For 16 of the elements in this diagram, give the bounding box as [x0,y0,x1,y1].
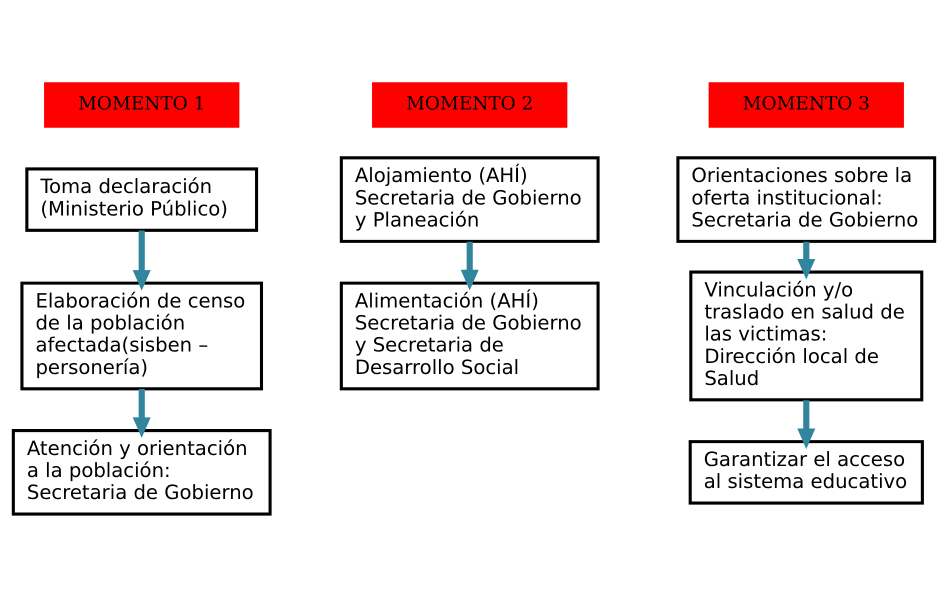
node-box: Atención y orientación a la población: Secretaria de Gobierno [12,428,272,516]
node-box: MOMENTO 2 [372,82,568,128]
node-box: Alimentación (AHÍ) Secretaria de Gobierno y Secretaria de Desarrollo Social [340,281,600,390]
node-box: Vinculación y/o traslado en salud de las victimas: Dirección local de Salud [689,270,924,401]
arrow [797,241,816,280]
arrow [132,388,151,438]
arrow [132,230,151,290]
node-box: Garantizar el acceso al sistema educativo [688,440,924,504]
node-box: MOMENTO 3 [708,82,904,128]
arrow [797,400,816,449]
node-box: Elaboración de censo de la población afectada(sisben – personería) [20,281,264,390]
arrow [460,241,479,290]
node-box: Toma declaración (Ministerio Público) [25,166,258,232]
node-box: MOMENTO 1 [44,82,240,128]
node-box: Orientaciones sobre la oferta institucional: Secretaria de Gobierno [676,156,936,242]
node-box: Alojamiento (AHÍ) Secretaria de Gobierno y Planeación [340,156,600,242]
